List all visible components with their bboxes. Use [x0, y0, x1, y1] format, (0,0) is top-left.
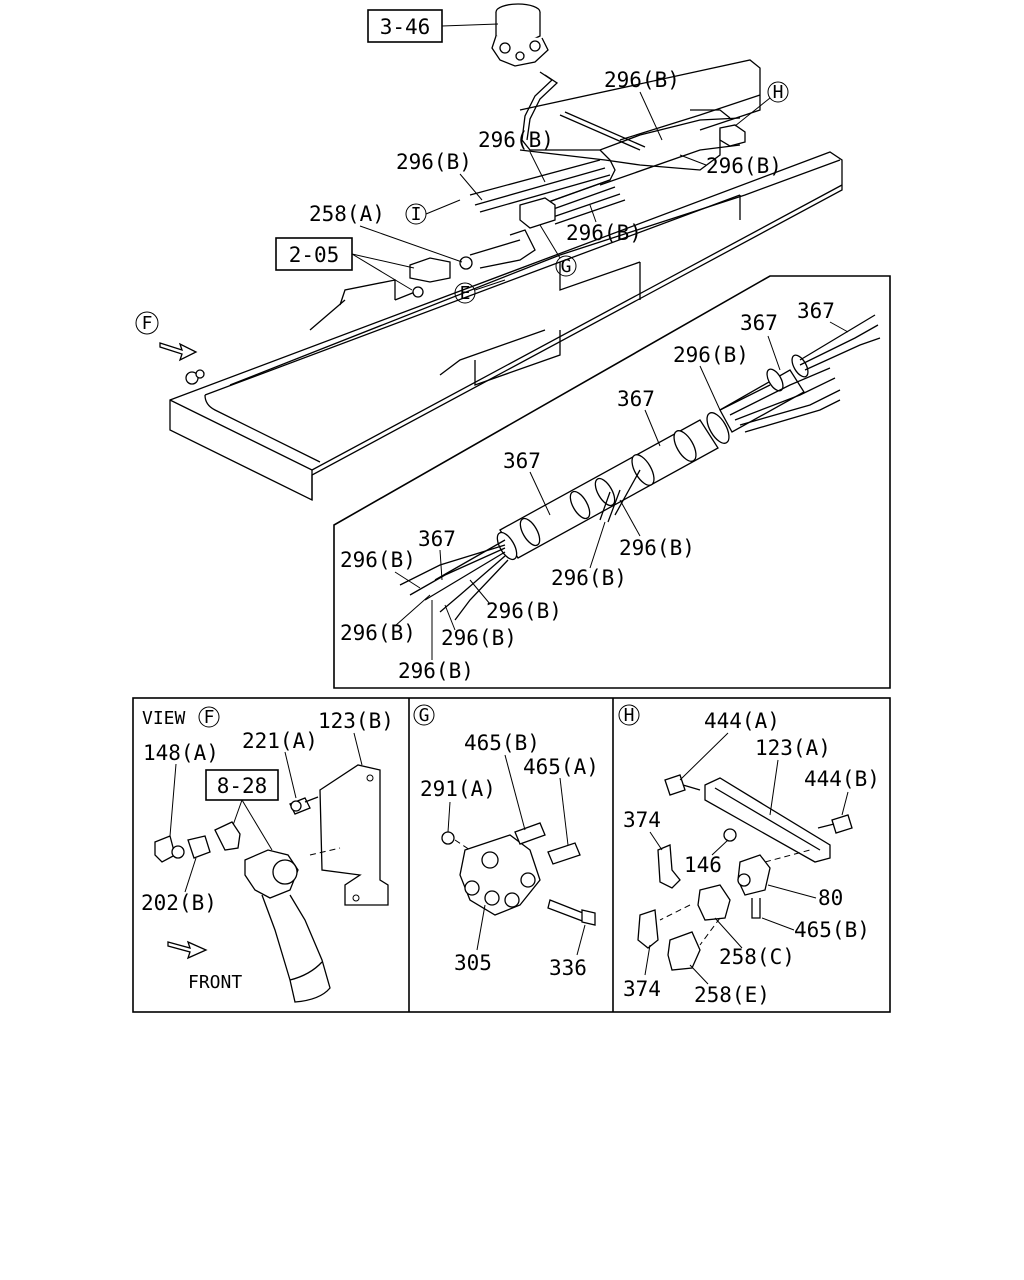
label-296b-center: 296(B) [478, 128, 554, 152]
label-367-upper: 367 [740, 311, 778, 335]
marker-g: G [539, 224, 577, 277]
label-367-middle: 367 [617, 387, 655, 411]
label-258a: 258(A) [309, 202, 385, 226]
label-444b: 444(B) [804, 767, 880, 791]
valve-block-illustration [441, 822, 596, 926]
front-label: FRONT [188, 972, 242, 993]
marker-h: H [734, 81, 789, 127]
svg-text:H: H [624, 705, 635, 726]
label-296b-right: 296(B) [706, 154, 782, 178]
label-296b-bundle-3: 296(B) [619, 536, 695, 560]
label-296b-bundle-4: 296(B) [551, 566, 627, 590]
label-296b-bundle-8: 296(B) [398, 659, 474, 683]
bracket-tee-illustration [637, 774, 853, 971]
label-367-lower: 367 [503, 449, 541, 473]
label-296b-top: 296(B) [604, 68, 680, 92]
marker-e: E [454, 279, 506, 304]
label-305: 305 [454, 951, 492, 975]
label-296b-bundle-6: 296(B) [340, 621, 416, 645]
chassis-frame-drawing [169, 59, 843, 502]
label-336: 336 [549, 956, 587, 980]
label-80: 80 [818, 886, 843, 910]
ref-3-46-label: 3-46 [380, 15, 431, 39]
label-202b: 202(B) [141, 891, 217, 915]
label-296b-bundle-1: 296(B) [673, 343, 749, 367]
label-291a: 291(A) [420, 777, 496, 801]
marker-i: I [405, 199, 461, 225]
label-444a: 444(A) [704, 709, 780, 733]
label-123a: 123(A) [755, 736, 831, 760]
svg-text:E: E [460, 283, 471, 304]
bundle-detail-frame [333, 275, 891, 689]
marker-f: F [135, 311, 198, 362]
svg-text:G: G [561, 256, 572, 277]
label-258e: 258(E) [694, 983, 770, 1007]
view-f-title: VIEW [142, 708, 186, 729]
label-296b-lower: 296(B) [566, 221, 642, 245]
detail-panels-frame [132, 697, 891, 1013]
label-296b-bundle-7: 296(B) [441, 626, 517, 650]
label-367-top-right: 367 [797, 299, 835, 323]
label-374-upper: 374 [623, 808, 661, 832]
svg-text:F: F [204, 707, 215, 728]
label-146: 146 [684, 853, 722, 877]
label-123b: 123(B) [318, 709, 394, 733]
ref-8-28-label: 8-28 [217, 774, 268, 798]
ref-2-05-label: 2-05 [289, 243, 340, 267]
label-148a: 148(A) [143, 741, 219, 765]
label-465b-h: 465(B) [794, 918, 870, 942]
ref-box-2-05: 2-05 [275, 237, 415, 291]
view-g-panel: G 465(B) 465(A) 291(A) 305 336 [413, 704, 599, 980]
horn-illustration [244, 849, 331, 1003]
label-296b-bundle-5: 296(B) [486, 599, 562, 623]
label-465b-g: 465(B) [464, 731, 540, 755]
label-258c: 258(C) [719, 945, 795, 969]
view-h-panel: H 444(A) 123(A) 444(B) 374 [618, 704, 880, 1007]
relay-valve-illustration [491, 3, 549, 67]
svg-text:H: H [773, 82, 784, 103]
label-465a: 465(A) [523, 755, 599, 779]
label-367-left: 367 [418, 527, 456, 551]
harness-bundle-illustration [399, 314, 881, 621]
label-221a: 221(A) [242, 729, 318, 753]
svg-text:G: G [419, 705, 430, 726]
label-296b-bundle-2: 296(B) [340, 548, 416, 572]
svg-text:F: F [142, 313, 153, 334]
view-f-panel: VIEW F 8-28 148(A) 221(A) 123(B) [141, 706, 394, 1003]
svg-text:I: I [411, 204, 422, 225]
ref-box-3-46: 3-46 [367, 9, 499, 43]
label-296b-left: 296(B) [396, 150, 472, 174]
label-374-lower: 374 [623, 977, 661, 1001]
